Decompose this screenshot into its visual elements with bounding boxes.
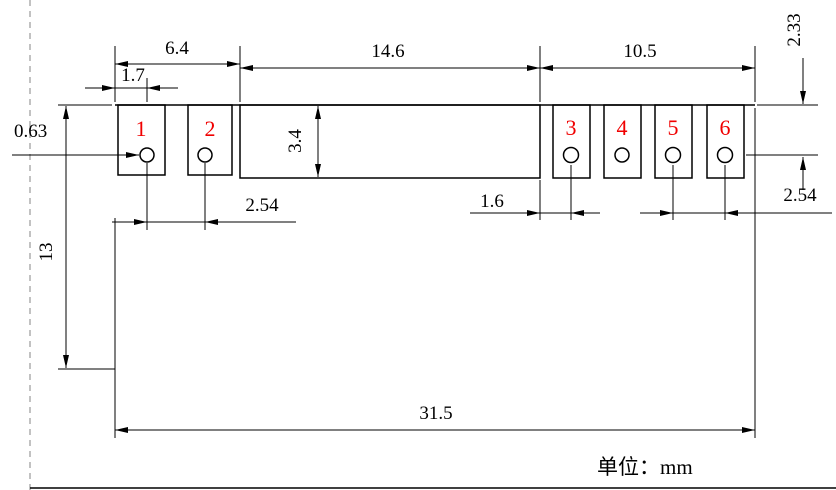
arrowhead-left [147,85,160,91]
pad-5-number: 5 [668,115,679,140]
dim-total-width: 31.5 [114,108,756,438]
pad-2: 2 [187,104,233,176]
dim-label: 2.54 [783,185,817,206]
dim-label: 1.7 [121,65,145,86]
arrowhead-left [115,61,128,67]
arrowhead-up [63,106,69,119]
middle-body-rect [239,104,541,179]
dim-middle-section-height: 3.4 [285,106,321,177]
pad-3-number: 3 [566,115,577,140]
dim-total-height: 13 [36,104,115,370]
dim-label: 0.63 [14,121,47,142]
pad-1: 1 [117,104,166,176]
dim-left-section-width: 6.4 [115,38,240,67]
arrowhead-right [527,65,540,71]
pad-5-hole [664,146,682,164]
pads: 1 2 3 4 5 6 [117,104,745,179]
pad-4-hole [614,147,630,163]
dim-right-pad-pitch: 2.54 [640,165,832,220]
arrowhead-down [63,355,69,368]
dim-left-pad-pitch: 2.54 [112,163,296,230]
arrowhead-right [102,85,115,91]
arrowhead-left [115,427,128,433]
arrowhead-right [527,210,540,216]
dim-hole-row-top-offset: 2.33 [746,13,818,190]
pad-2-hole [197,147,213,163]
arrowhead-down [315,164,321,177]
extension-lines-top [114,46,756,102]
pad-1-hole [139,147,155,163]
arrowhead-right [126,152,139,158]
arrowhead-right [660,210,673,216]
pad-1-rect [117,104,166,176]
dim-middle-section-width: 14.6 [240,41,540,71]
drawing-frame [29,0,836,490]
pad-4: 4 [603,104,642,179]
pad-3-hole [562,146,580,164]
arrowhead-right [742,427,755,433]
arrowhead-up [315,106,321,119]
arrowhead-left [725,210,738,216]
arrowhead-up [800,157,806,170]
dim-label: 3.4 [285,129,306,153]
pad-6-number: 6 [720,115,731,140]
arrowhead-right [742,65,755,71]
pad-4-rect [603,104,642,179]
pad-2-number: 2 [205,116,216,141]
dim-hole-diameter: 0.63 [12,121,139,158]
arrowhead-right [227,61,240,67]
arrowhead-left [240,65,253,71]
arrowhead-left [571,210,584,216]
dim-label: 2.54 [245,195,279,216]
pad-2-rect [187,104,233,176]
dim-label: 14.6 [371,41,404,62]
dim-label: 2.33 [784,13,805,46]
dim-label: 6.4 [165,38,189,59]
dim-label: 31.5 [419,403,452,424]
pad-1-number: 1 [136,116,147,141]
arrowhead-right [134,219,147,225]
arrowhead-left [205,219,218,225]
unit-label: 单位：mm [597,455,693,479]
dim-label: 13 [36,243,57,262]
dim-label: 1.6 [480,191,504,212]
dim-label: 10.5 [623,41,656,62]
dim-pad1-edge-offset: 1.7 [85,65,178,102]
dim-right-edge-gap: 1.6 [470,165,600,220]
pad-6-hole [716,146,734,164]
arrowhead-down [800,91,806,104]
dim-right-section-width: 10.5 [540,41,755,71]
arrowhead-left [540,65,553,71]
pad-4-number: 4 [617,115,628,140]
